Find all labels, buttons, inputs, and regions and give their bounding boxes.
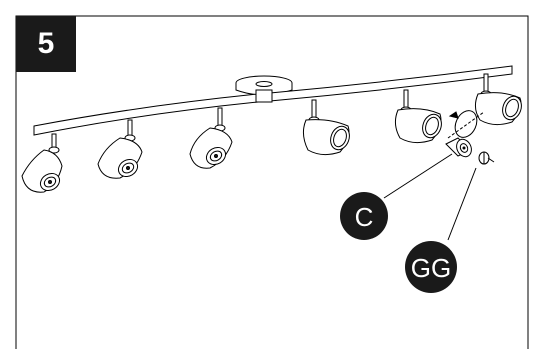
lamp-2 (97, 119, 143, 179)
track-bar (33, 65, 513, 136)
bulb-cover-part (445, 137, 472, 158)
lamp-3 (189, 107, 233, 169)
lamp-1 (21, 133, 63, 193)
callout-c-label: C (355, 202, 374, 232)
lamp-6 (474, 73, 522, 126)
panel-border (15, 15, 529, 349)
callout-gg-badge (405, 241, 457, 293)
step-number-badge: 5 (16, 16, 76, 72)
leader-line-c (383, 153, 453, 199)
callout-c: C (340, 192, 388, 240)
screw-part (478, 151, 495, 165)
lamp-4 (302, 99, 350, 156)
callout-gg-label: GG (411, 253, 451, 283)
lamp-5 (394, 89, 442, 144)
leader-line-gg (447, 167, 477, 241)
callout-gg: GG (405, 241, 457, 293)
callout-c-badge (340, 192, 388, 240)
rotate-arrow-icon (447, 110, 485, 139)
step-number: 5 (37, 27, 55, 60)
